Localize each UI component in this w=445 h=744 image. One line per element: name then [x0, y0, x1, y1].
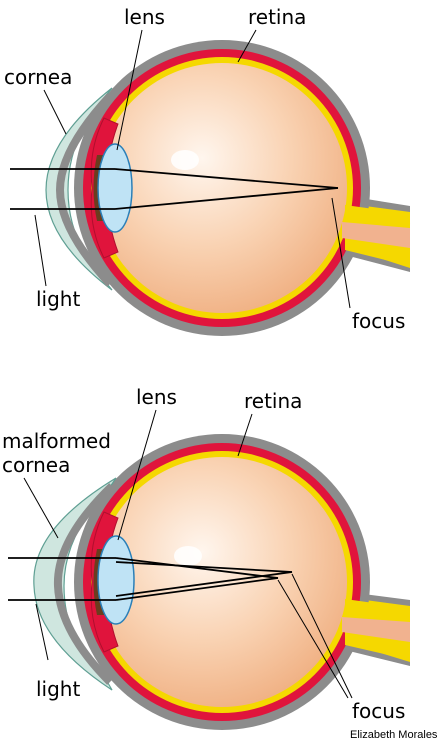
vitreous-body: [97, 63, 347, 313]
label-light: light: [36, 287, 80, 311]
label-cornea-line1: malformed: [2, 429, 111, 453]
leader-light: [34, 214, 47, 287]
eye-malformed: lens retina malformed cornea light focus: [2, 385, 410, 730]
leader-cornea: [23, 477, 59, 539]
label-retina: retina: [248, 5, 306, 29]
leader-retina: [237, 29, 257, 63]
leader-focus-2: [291, 573, 353, 699]
lens: [97, 535, 135, 625]
label-light: light: [36, 677, 80, 701]
label-lens: lens: [124, 5, 165, 29]
leader-focus-1: [277, 579, 349, 699]
label-focus: focus: [352, 699, 405, 723]
light-rays: [10, 168, 339, 210]
leader-retina: [237, 413, 253, 457]
leader-focus: [331, 197, 351, 309]
leader-lens: [116, 29, 143, 151]
lens: [97, 143, 133, 233]
credit-text: Elizabeth Morales: [350, 729, 438, 741]
leader-cornea: [43, 89, 67, 135]
eye-normal: lens retina cornea light focus: [4, 5, 411, 336]
light-rays: [8, 557, 293, 601]
label-cornea: cornea: [4, 65, 72, 89]
label-focus: focus: [352, 309, 405, 333]
cornea: [45, 87, 113, 291]
label-retina: retina: [244, 389, 302, 413]
label-lens: lens: [136, 385, 177, 409]
label-cornea-line2: cornea: [2, 453, 70, 477]
leader-lens: [117, 409, 157, 541]
leader-light: [35, 603, 49, 661]
